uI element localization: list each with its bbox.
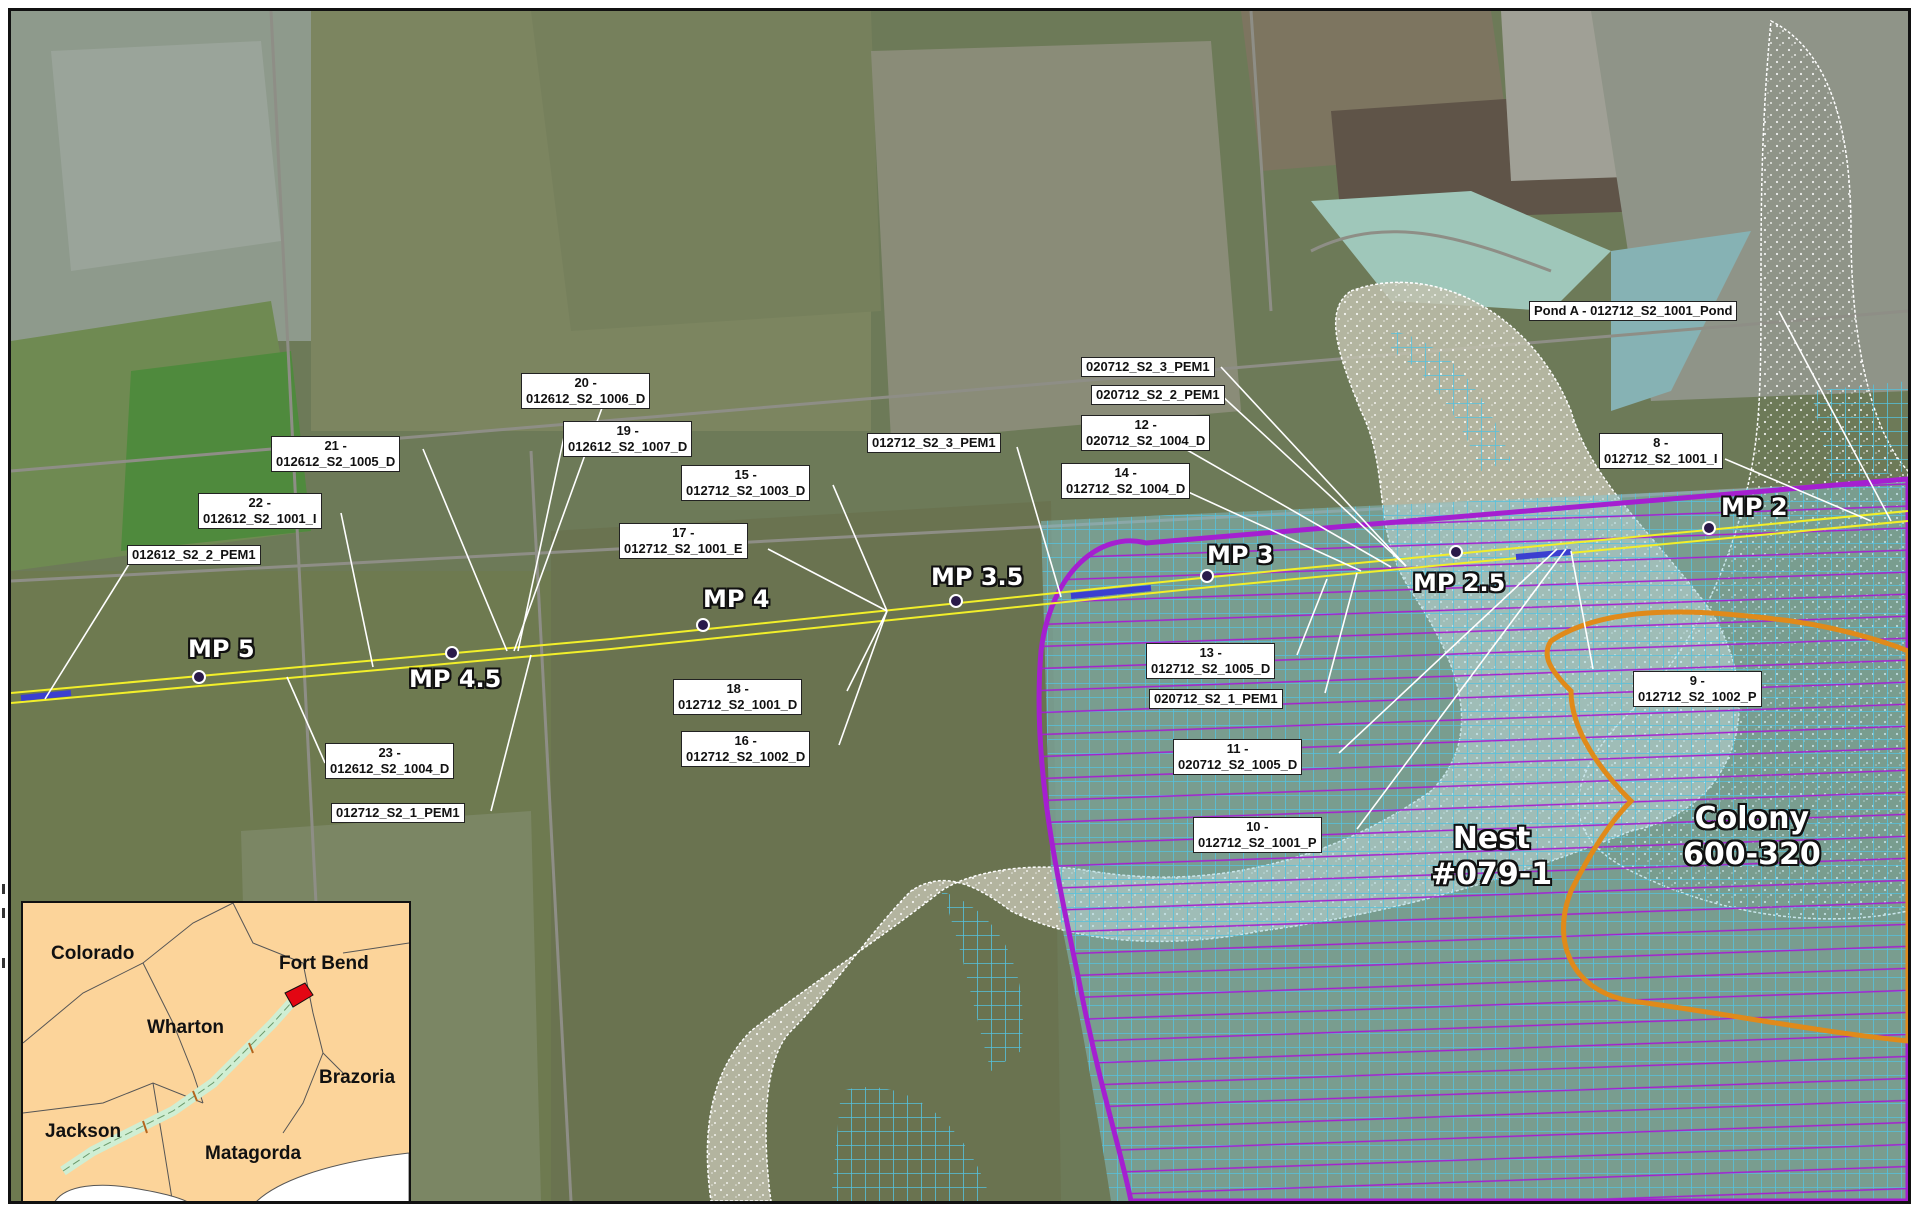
milepost-label-mp2: MP 2 [1721, 493, 1788, 521]
inset-map-svg [23, 903, 409, 1201]
inset-county-wharton: Wharton [147, 1017, 225, 1038]
label-pond-a[interactable]: Pond A - 012712_S2_1001_Pond [1529, 301, 1738, 321]
inset-coastline [256, 1152, 409, 1201]
inset-county-matagorda: Matagorda [205, 1143, 302, 1164]
label-16[interactable]: 16 - 012712_S2_1002_D [681, 731, 811, 767]
label-020712-s2-2-pem1[interactable]: 020712_S2_2_PEM1 [1091, 385, 1225, 405]
label-15[interactable]: 15 - 012712_S2_1003_D [681, 465, 811, 501]
inset-bay [54, 1184, 187, 1201]
label-20[interactable]: 20 - 012612_S2_1006_D [521, 373, 651, 409]
label-23[interactable]: 23 - 012612_S2_1004_D [325, 743, 455, 779]
nest-buffer [1544, 609, 1908, 1044]
label-14[interactable]: 14 - 012712_S2_1004_D [1061, 463, 1191, 499]
label-012612-s2-2-pem1[interactable]: 012612_S2_2_PEM1 [127, 545, 261, 565]
pipeline-route [11, 510, 1908, 704]
edge-mark [2, 884, 5, 894]
edge-mark [2, 958, 5, 968]
label-13[interactable]: 13 - 012712_S2_1005_D [1146, 643, 1276, 679]
inset-county-colorado: Colorado [51, 943, 135, 964]
milepost-label-mp3-5: MP 3.5 [931, 563, 1024, 591]
label-8[interactable]: 8 - 012712_S2_1001_I [1599, 433, 1723, 469]
edge-mark [2, 908, 5, 918]
label-9[interactable]: 9 - 012712_S2_1002_P [1633, 671, 1762, 707]
inset-county-jackson: Jackson [45, 1121, 122, 1142]
inset-route-markers [142, 1042, 254, 1134]
milepost-label-mp4: MP 4 [703, 585, 770, 613]
inset-county-brazoria: Brazoria [319, 1067, 396, 1088]
label-020712-s2-3-pem1[interactable]: 020712_S2_3_PEM1 [1081, 357, 1215, 377]
label-18[interactable]: 18 - 012712_S2_1001_D [673, 679, 803, 715]
area-label-nest: Nest #079-1 [1431, 821, 1553, 892]
milepost-markers [192, 521, 1716, 684]
label-012712-s2-3-pem1[interactable]: 012712_S2_3_PEM1 [867, 433, 1001, 453]
label-10[interactable]: 10 - 012712_S2_1001_P [1193, 817, 1322, 853]
milepost-label-mp4-5: MP 4.5 [409, 665, 502, 693]
area-label-colony: Colony 600-320 [1683, 801, 1821, 872]
inset-project-area [284, 982, 314, 1008]
milepost-label-mp2-5: MP 2.5 [1413, 569, 1506, 597]
milepost-label-mp5: MP 5 [188, 635, 255, 663]
label-22[interactable]: 22 - 012612_S2_1001_I [198, 493, 322, 529]
label-012712-s2-1-pem1[interactable]: 012712_S2_1_PEM1 [331, 803, 465, 823]
inset-county-fort-bend: Fort Bend [279, 953, 369, 974]
label-020712-s2-1-pem1[interactable]: 020712_S2_1_PEM1 [1149, 689, 1283, 709]
label-19[interactable]: 19 - 012612_S2_1007_D [563, 421, 693, 457]
map-frame[interactable]: Pond A - 012712_S2_1001_Pond 020712_S2_3… [8, 8, 1911, 1204]
milepost-label-mp3: MP 3 [1207, 541, 1274, 569]
label-17[interactable]: 17 - 012712_S2_1001_E [619, 523, 748, 559]
label-leader-lines [44, 310, 1892, 830]
inset-locator-map[interactable]: Colorado Fort Bend Wharton Brazoria Jack… [21, 901, 411, 1201]
label-11[interactable]: 11 - 020712_S2_1005_D [1173, 739, 1303, 775]
label-12[interactable]: 12 - 020712_S2_1004_D [1081, 415, 1211, 451]
label-21[interactable]: 21 - 012612_S2_1005_D [271, 436, 401, 472]
